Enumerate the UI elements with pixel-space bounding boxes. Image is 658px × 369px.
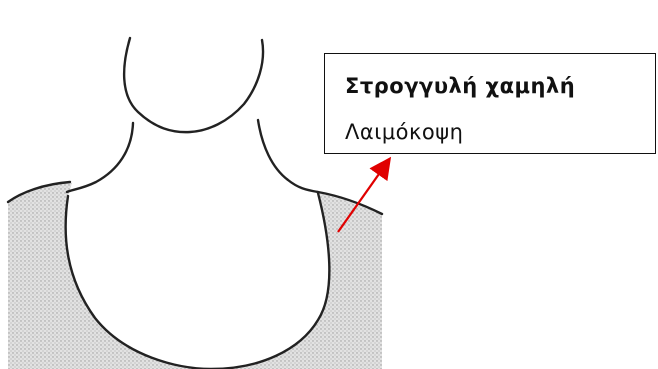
pointer-arrow <box>337 156 392 233</box>
round-neckline-outline <box>64 191 331 369</box>
neck-left-outline <box>65 121 135 194</box>
garment-body <box>8 182 382 369</box>
label-box: Στρογγυλή χαμηλή Λαιμόκοψη <box>324 53 656 154</box>
head-outline <box>122 36 265 134</box>
right-shoulder-outline <box>316 190 384 216</box>
left-shoulder-outline <box>6 180 72 204</box>
label-title: Στρογγυλή χαμηλή <box>345 74 576 98</box>
label-subtitle: Λαιμόκοψη <box>345 120 464 144</box>
neck-right-outline <box>256 118 320 194</box>
